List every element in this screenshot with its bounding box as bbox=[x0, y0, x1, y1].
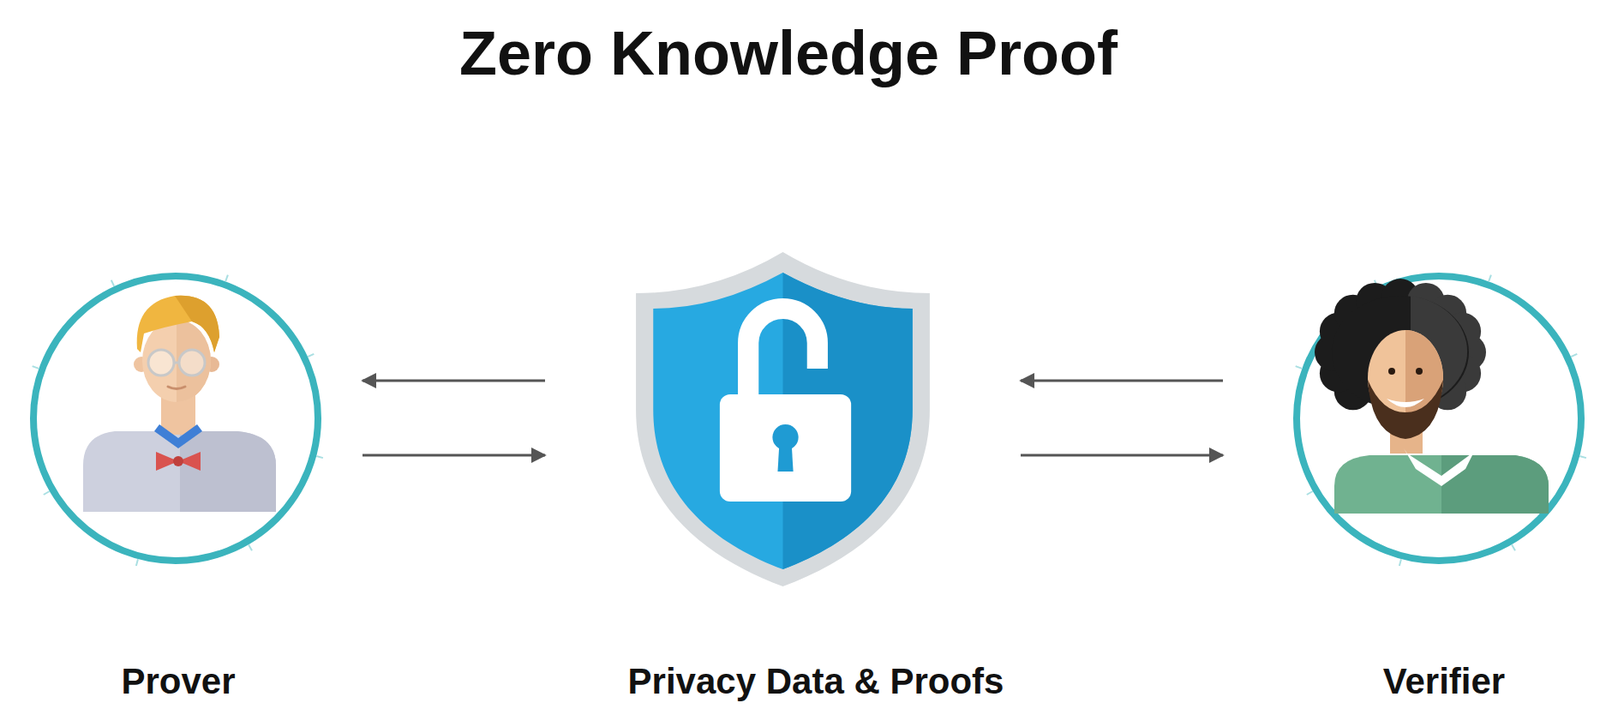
shield-icon-part bbox=[653, 272, 913, 570]
prover-figure-part bbox=[173, 455, 184, 467]
prover-circle: Prover bbox=[27, 269, 324, 567]
verifier-figure-part bbox=[1403, 448, 1475, 486]
prover-ring-part bbox=[248, 544, 252, 551]
padlock-icon-part bbox=[719, 394, 851, 502]
flow-arrow bbox=[362, 379, 546, 383]
prover-figure-part bbox=[176, 319, 211, 402]
padlock-icon-part bbox=[748, 308, 818, 398]
verifier-circle: Verifier bbox=[1290, 269, 1588, 567]
prover-figure-part bbox=[173, 361, 180, 365]
prover-ring-part bbox=[32, 365, 40, 369]
flow-arrow bbox=[1020, 379, 1223, 383]
verifier-ring-part bbox=[1306, 491, 1313, 495]
prover-figure-part bbox=[179, 431, 276, 512]
prover-ring-part bbox=[307, 353, 314, 357]
verifier-figure-part bbox=[1386, 398, 1425, 408]
prover-ring bbox=[32, 275, 324, 566]
prover-figure-part bbox=[167, 386, 186, 390]
shield-icon-part bbox=[635, 251, 930, 587]
verifier-ring-part bbox=[1511, 544, 1516, 551]
node-label: Prover bbox=[120, 659, 235, 703]
verifier-ring-part bbox=[1295, 365, 1303, 369]
prover-ring-part bbox=[316, 455, 324, 458]
prover-figure-part bbox=[174, 295, 220, 353]
node-label: Verifier bbox=[1383, 659, 1505, 703]
prover-figure-part bbox=[137, 295, 220, 353]
prover-circle-outline bbox=[27, 269, 324, 567]
prover-ring-part bbox=[43, 491, 50, 495]
verifier-ring-part bbox=[1570, 353, 1577, 357]
verifier-ring-part bbox=[1488, 275, 1492, 282]
verifier-ring-part bbox=[1296, 275, 1582, 561]
verifier-circle-outline bbox=[1290, 269, 1588, 567]
flow-arrow bbox=[1020, 454, 1223, 457]
privacy-shield: Privacy Data & Proofs bbox=[627, 246, 939, 590]
prover-figure-part bbox=[148, 349, 174, 376]
diagram-title: Zero Knowledge Proof bbox=[459, 16, 1118, 90]
verifier-figure-part bbox=[1388, 367, 1396, 375]
verifier-figure-part bbox=[1367, 379, 1444, 439]
verifier-figure-part bbox=[1415, 367, 1423, 375]
prover-figure-part bbox=[142, 319, 211, 402]
node-label: Privacy Data & Proofs bbox=[628, 659, 1005, 703]
prover-ring-part bbox=[33, 275, 318, 561]
prover-ring-part bbox=[136, 558, 138, 566]
padlock-icon-part bbox=[777, 442, 793, 472]
privacy-shield-outline bbox=[627, 246, 939, 590]
verifier-ring-part bbox=[1399, 558, 1402, 566]
prover-ring-part bbox=[111, 280, 114, 287]
flow-arrow bbox=[362, 454, 546, 457]
prover-figure-part bbox=[154, 424, 203, 449]
prover-figure-part bbox=[179, 349, 205, 376]
verifier-ring-part bbox=[1579, 455, 1587, 458]
prover-figure bbox=[83, 295, 276, 512]
padlock-icon bbox=[719, 308, 851, 502]
verifier-figure bbox=[1314, 278, 1549, 514]
verifier-ring bbox=[1295, 275, 1587, 566]
shield-icon bbox=[635, 251, 930, 587]
prover-ring-part bbox=[225, 275, 228, 282]
